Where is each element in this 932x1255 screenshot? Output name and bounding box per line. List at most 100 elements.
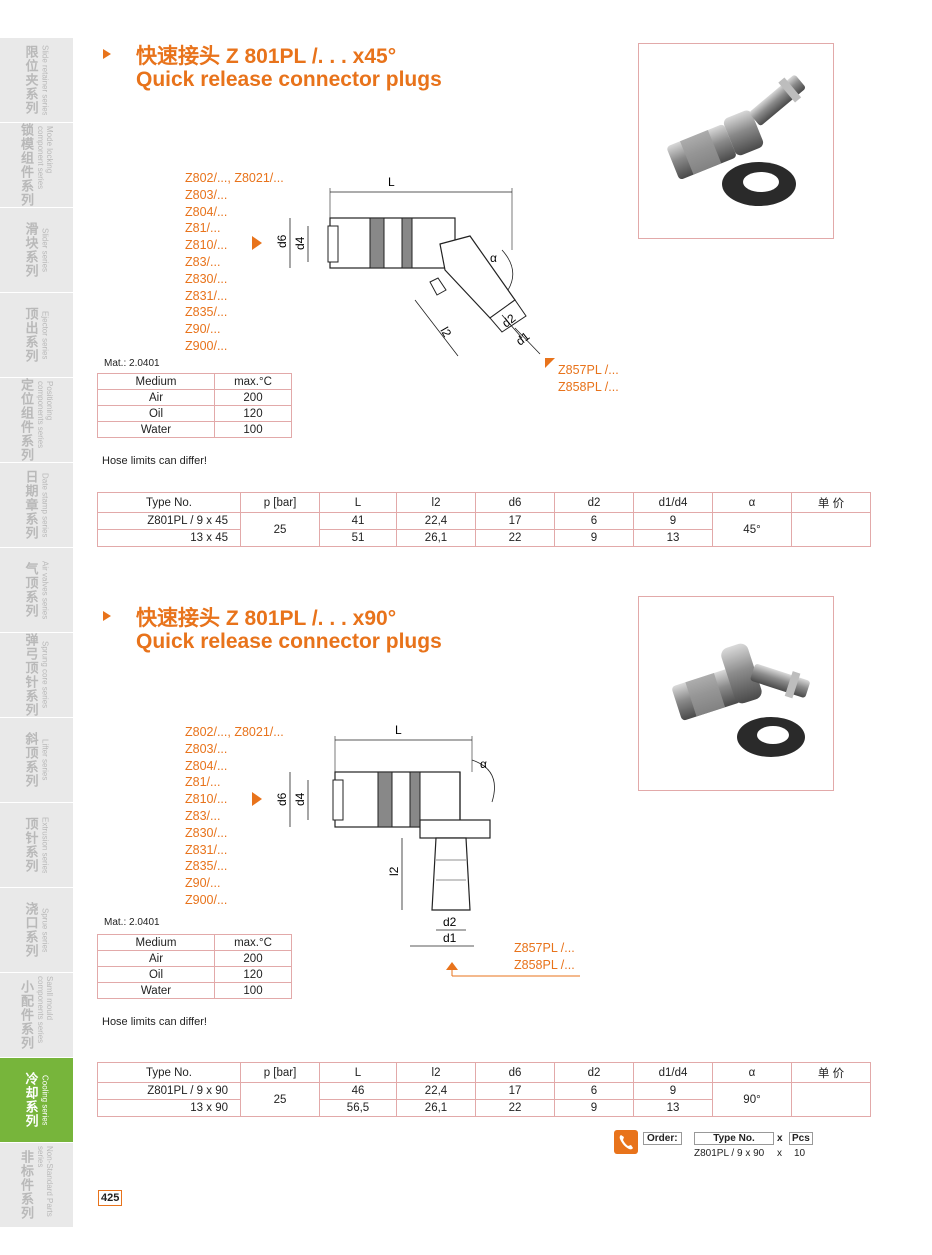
section1-material: Mat.: 2.0401 xyxy=(104,358,160,369)
list-item: Z83/... xyxy=(185,808,221,823)
list-item: Z830/... xyxy=(185,271,228,286)
list-item: Z857PL /... xyxy=(514,941,575,955)
table-header-cell: Medium xyxy=(97,934,215,951)
dim-d2-label: d2 xyxy=(443,915,457,929)
variant-arrow-icon xyxy=(545,358,555,368)
table-cell: 22 xyxy=(475,529,555,547)
sidebar-item-label: 顶出系列 xyxy=(23,307,39,363)
table-cell: 45° xyxy=(712,512,792,547)
table-cell: 9 xyxy=(633,512,713,530)
sidebar-item-sublabel: Sprung core series xyxy=(40,641,50,709)
table-header-cell: α xyxy=(712,1062,792,1083)
list-item: Z802/..., Z8021/... xyxy=(185,725,284,739)
list-item: Z900/... xyxy=(185,892,228,907)
list-item: Z804/... xyxy=(185,204,228,219)
list-item: Z830/... xyxy=(185,825,228,840)
section1-title-cn: 快速接头 Z 801PL /. . . x45° xyxy=(136,45,397,68)
table-cell: 22,4 xyxy=(396,1082,476,1100)
table-cell: 46 xyxy=(319,1082,397,1100)
list-item: Z81/... xyxy=(185,775,221,790)
list-item: Z804/... xyxy=(185,758,228,773)
table-cell: Z801PL / 9 x 90 xyxy=(97,1082,241,1100)
dim-d6-label: d6 xyxy=(275,792,289,806)
list-item: Z810/... xyxy=(185,792,228,807)
section1-hose-limits: Hose limits can differ! xyxy=(102,455,207,467)
list-item: Z835/... xyxy=(185,305,228,320)
dim-l2-label: l2 xyxy=(437,325,454,340)
sidebar-item-label: 弹弓顶针系列 xyxy=(23,633,39,717)
table-header-cell: d6 xyxy=(475,1062,555,1083)
section2-variant-list: Z857PL /...Z858PL /... xyxy=(514,940,575,973)
table-header-cell: α xyxy=(712,492,792,513)
table-header-cell: max.°C xyxy=(214,373,292,390)
table-cell: 9 xyxy=(633,1082,713,1100)
table-cell: 22 xyxy=(475,1099,555,1117)
table-header-cell: p [bar] xyxy=(240,1062,320,1083)
table-cell: 17 xyxy=(475,512,555,530)
sidebar-item-sublabel: Ejector series xyxy=(40,310,50,360)
table-cell xyxy=(791,512,871,547)
sidebar-item-sublabel: Cooling series xyxy=(40,1074,50,1126)
table-cell: 6 xyxy=(554,512,634,530)
order-type-label: Type No. xyxy=(694,1132,774,1145)
sidebar-item-sublabel: Slider series xyxy=(40,227,50,272)
dim-alpha-label: α xyxy=(480,757,487,771)
order-example-type: Z801PL / 9 x 90 xyxy=(694,1148,765,1159)
sidebar-item-label: 锁模组件系列 xyxy=(19,123,34,207)
order-pcs-label: Pcs xyxy=(789,1132,813,1145)
table-header-cell: d6 xyxy=(475,492,555,513)
table-cell: Water xyxy=(97,421,215,438)
sidebar-item-sublabel: Sprue series xyxy=(40,907,50,953)
order-example-times: x xyxy=(777,1148,782,1159)
table-cell: 13 xyxy=(633,1099,713,1117)
marker-arrow-icon xyxy=(252,792,262,806)
sidebar-item-sublabel: Slide retainer series xyxy=(40,44,50,116)
table-header-cell: p [bar] xyxy=(240,492,320,513)
table-header-cell: d2 xyxy=(554,1062,634,1083)
section2-title-en: Quick release connector plugs xyxy=(136,630,442,653)
dim-d1-label: d1 xyxy=(443,931,457,945)
table-cell: 100 xyxy=(214,421,292,438)
section2-product-photo xyxy=(638,596,834,791)
table-cell: Air xyxy=(97,389,215,406)
table-cell: 13 xyxy=(633,529,713,547)
table-cell: 22,4 xyxy=(396,512,476,530)
table-header-cell: d1/d4 xyxy=(633,1062,713,1083)
sidebar-item-sublabel: Date stamp series xyxy=(40,472,50,538)
sidebar-item-sublabel: Extrusion series xyxy=(40,816,50,874)
table-cell: 56,5 xyxy=(319,1099,397,1117)
table-header-cell: Medium xyxy=(97,373,215,390)
table-cell: 100 xyxy=(214,982,292,999)
dim-d4-label: d4 xyxy=(293,236,307,250)
table-cell: Air xyxy=(97,950,215,967)
list-item: Z857PL /... xyxy=(558,363,619,377)
list-item: Z83/... xyxy=(185,254,221,269)
table-cell: 25 xyxy=(240,1082,320,1117)
table-cell xyxy=(791,1082,871,1117)
section1-model-list: Z802/..., Z8021/...Z803/...Z804/...Z81/.… xyxy=(185,170,284,355)
section1-variant-list: Z857PL /...Z858PL /... xyxy=(558,362,619,395)
